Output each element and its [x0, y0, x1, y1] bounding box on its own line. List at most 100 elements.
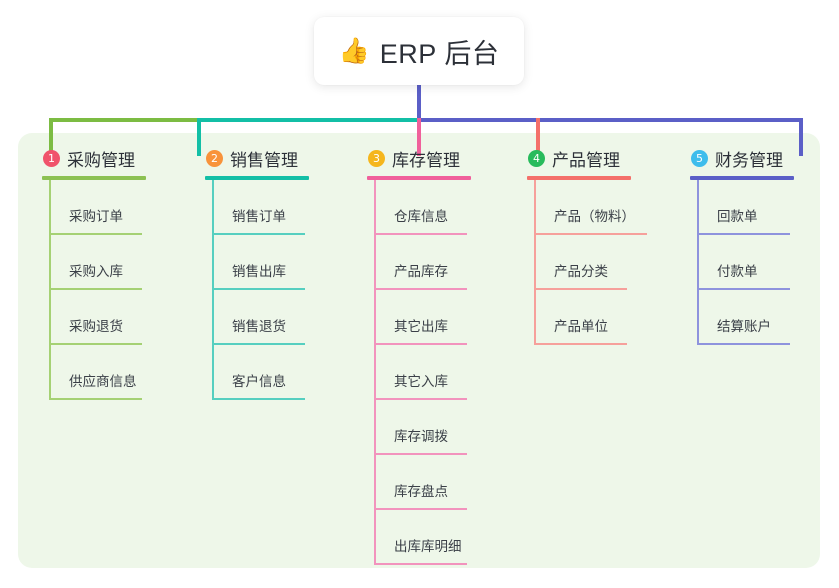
connector-bar-green: [49, 118, 197, 122]
menu-item[interactable]: 回款单: [697, 180, 794, 235]
column-header-inventory[interactable]: 3 库存管理: [367, 145, 471, 171]
menu-item[interactable]: 采购入库: [49, 235, 146, 290]
menu-item-rule: [374, 288, 467, 290]
menu-item[interactable]: 产品库存: [374, 235, 471, 290]
connector-drop-sales: [197, 118, 201, 156]
menu-item[interactable]: 采购退货: [49, 290, 146, 345]
column-header-rule: [527, 176, 631, 180]
menu-item-label: 销售退货: [232, 319, 286, 334]
menu-item-rule: [49, 288, 142, 290]
menu-item[interactable]: 付款单: [697, 235, 794, 290]
menu-item-rule: [534, 288, 627, 290]
menu-item-label: 结算账户: [717, 319, 771, 334]
column-finance: 5 财务管理回款单付款单结算账户: [690, 145, 794, 345]
menu-item[interactable]: 销售退货: [212, 290, 309, 345]
column-spine-line: [374, 180, 376, 565]
menu-item[interactable]: 产品单位: [534, 290, 631, 345]
column-header-sales[interactable]: 2 销售管理: [205, 145, 309, 171]
menu-item[interactable]: 其它入库: [374, 345, 471, 400]
menu-item-label: 库存盘点: [394, 484, 448, 499]
menu-item[interactable]: 库存调拨: [374, 400, 471, 455]
menu-item-rule: [697, 233, 790, 235]
menu-item-rule: [697, 343, 790, 345]
connector-bar-blue: [419, 118, 801, 122]
column-header-rule: [205, 176, 309, 180]
column-items-inventory: 仓库信息产品库存其它出库其它入库库存调拨库存盘点出库库明细: [367, 180, 471, 565]
menu-item-label: 其它入库: [394, 374, 448, 389]
menu-item-rule: [374, 233, 467, 235]
menu-item-rule: [374, 453, 467, 455]
menu-item-label: 库存调拨: [394, 429, 448, 444]
menu-item-label: 供应商信息: [69, 374, 137, 389]
menu-item-rule: [697, 288, 790, 290]
number-badge-icon: 4: [528, 149, 545, 167]
column-spine-line: [212, 180, 214, 400]
number-badge-icon: 3: [368, 149, 385, 167]
number-badge-icon: 5: [691, 149, 708, 167]
menu-item[interactable]: 销售订单: [212, 180, 309, 235]
connector-drop-inventory: [417, 118, 421, 156]
menu-item-label: 销售订单: [232, 209, 286, 224]
menu-item[interactable]: 结算账户: [697, 290, 794, 345]
menu-item-label: 产品单位: [554, 319, 608, 334]
menu-item-label: 产品库存: [394, 264, 448, 279]
menu-item-rule: [212, 343, 305, 345]
menu-item-rule: [534, 343, 627, 345]
column-title-label: 库存管理: [392, 150, 460, 170]
menu-item[interactable]: 采购订单: [49, 180, 146, 235]
number-badge-icon: 2: [206, 149, 223, 167]
menu-item-rule: [212, 233, 305, 235]
column-items-finance: 回款单付款单结算账户: [690, 180, 794, 345]
menu-item-rule: [212, 398, 305, 400]
menu-item-label: 出库库明细: [394, 539, 462, 554]
menu-item[interactable]: 客户信息: [212, 345, 309, 400]
menu-item-rule: [49, 343, 142, 345]
connector-drop-procurement: [49, 118, 53, 156]
column-title-label: 销售管理: [230, 150, 298, 170]
menu-item-rule: [49, 233, 142, 235]
menu-item-rule: [374, 398, 467, 400]
menu-item-rule: [534, 233, 647, 235]
menu-item-label: 采购订单: [69, 209, 123, 224]
root-node-label: ERP 后台: [379, 38, 500, 69]
menu-item-label: 采购入库: [69, 264, 123, 279]
menu-item[interactable]: 库存盘点: [374, 455, 471, 510]
column-sales: 2 销售管理销售订单销售出库销售退货客户信息: [205, 145, 309, 400]
diagram-background-panel: [18, 133, 820, 568]
root-node-erp-backend[interactable]: 👍 ERP 后台: [314, 17, 524, 85]
menu-item-label: 销售出库: [232, 264, 286, 279]
menu-item[interactable]: 供应商信息: [49, 345, 146, 400]
menu-item-label: 付款单: [717, 264, 758, 279]
menu-item-rule: [374, 508, 467, 510]
column-header-product[interactable]: 4 产品管理: [527, 145, 631, 171]
menu-item-label: 客户信息: [232, 374, 286, 389]
column-header-rule: [367, 176, 471, 180]
menu-item-label: 仓库信息: [394, 209, 448, 224]
column-spine-line: [49, 180, 51, 400]
column-title-label: 财务管理: [715, 150, 783, 170]
menu-item-rule: [374, 563, 467, 565]
menu-item-label: 采购退货: [69, 319, 123, 334]
menu-item[interactable]: 产品分类: [534, 235, 631, 290]
column-header-rule: [690, 176, 794, 180]
menu-item[interactable]: 其它出库: [374, 290, 471, 345]
menu-item[interactable]: 出库库明细: [374, 510, 471, 565]
column-spine-line: [534, 180, 536, 345]
connector-drop-product: [536, 118, 540, 156]
column-spine-line: [697, 180, 699, 345]
column-header-finance[interactable]: 5 财务管理: [690, 145, 794, 171]
thumbs-up-icon: 👍: [338, 36, 370, 65]
column-title-label: 产品管理: [552, 150, 620, 170]
connector-drop-finance: [799, 118, 803, 156]
menu-item[interactable]: 产品（物料）: [534, 180, 647, 235]
menu-item-rule: [212, 288, 305, 290]
menu-item[interactable]: 销售出库: [212, 235, 309, 290]
menu-item-label: 产品分类: [554, 264, 608, 279]
menu-item-rule: [49, 398, 142, 400]
connector-bar-teal: [197, 118, 419, 122]
menu-item-label: 其它出库: [394, 319, 448, 334]
menu-item[interactable]: 仓库信息: [374, 180, 471, 235]
column-inventory: 3 库存管理仓库信息产品库存其它出库其它入库库存调拨库存盘点出库库明细: [367, 145, 471, 565]
